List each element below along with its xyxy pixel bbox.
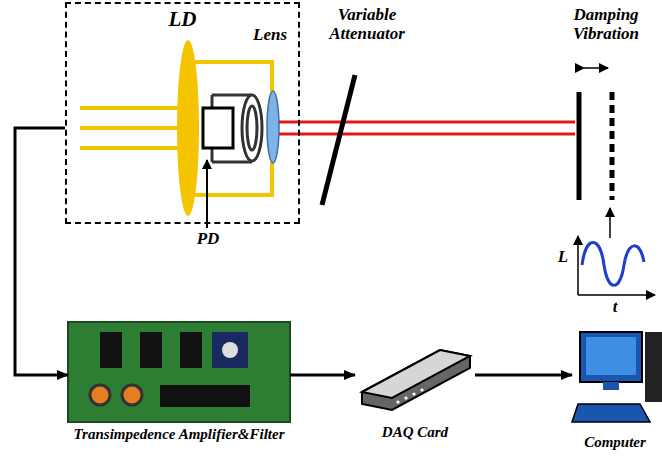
signal-wire <box>475 374 572 377</box>
device-box: Computer <box>572 330 658 451</box>
attenuator <box>322 75 355 205</box>
part-label: t <box>606 298 624 317</box>
device-box: DAQ Card <box>355 340 475 441</box>
part-label: Damping Vibration <box>552 6 660 43</box>
signal-wire <box>290 374 355 377</box>
part-label: Lens <box>240 26 300 45</box>
part-label: Variable Attenuator <box>312 6 422 43</box>
lens <box>267 91 279 163</box>
circuit-board <box>68 322 290 422</box>
signal-wire <box>15 128 68 375</box>
part-label: PD <box>188 230 228 249</box>
node-label: DAQ Card <box>355 424 475 441</box>
device-box: Transimpedence Amplifier&Filter <box>68 322 290 443</box>
node-label: Transimpedence Amplifier&Filter <box>68 426 290 443</box>
pd-chip <box>203 108 233 148</box>
flange <box>177 40 199 216</box>
part-label: L <box>552 248 574 267</box>
computer-monitor <box>580 332 642 382</box>
node-label: Computer <box>572 434 658 451</box>
daq-card <box>362 350 470 410</box>
